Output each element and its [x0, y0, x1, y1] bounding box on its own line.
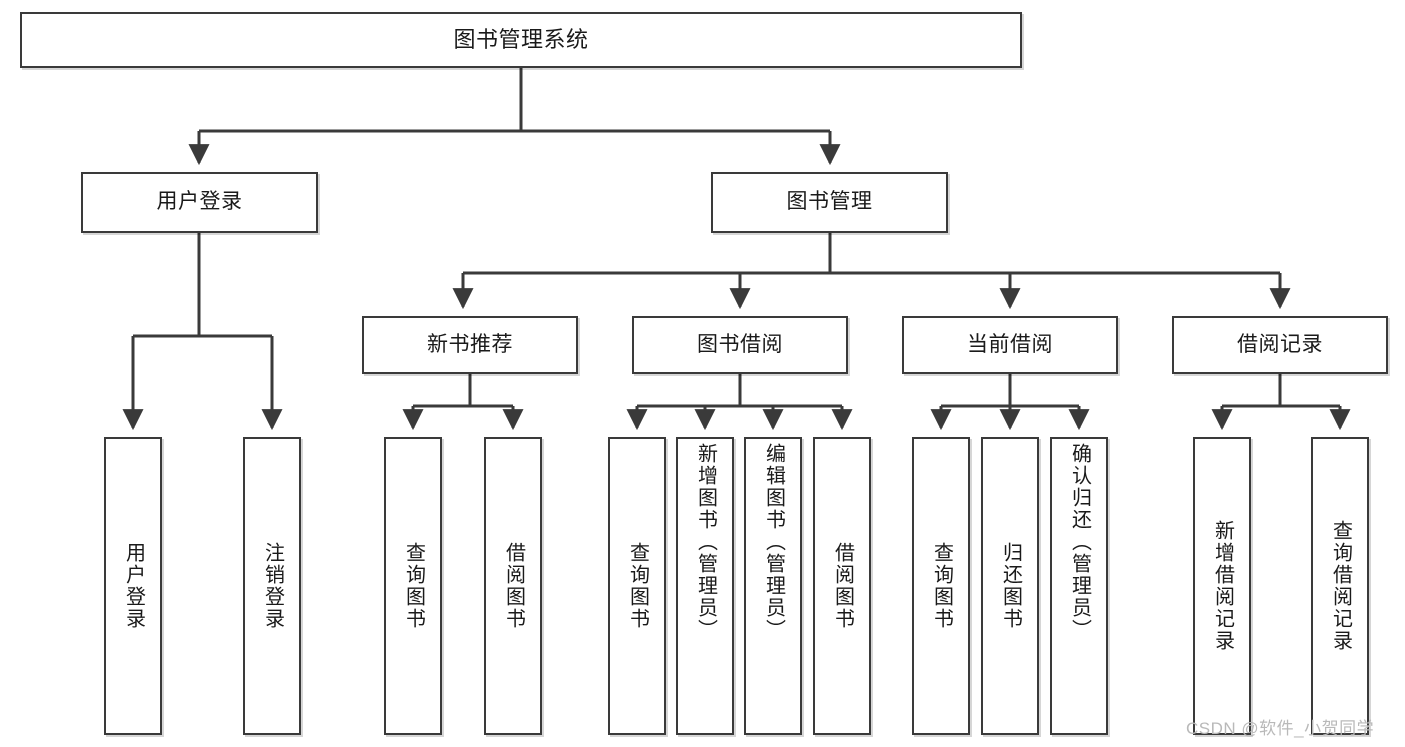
node-borrow-record[interactable]: 借阅记录 [1172, 316, 1388, 374]
node-leaf-borrow-book-1[interactable]: 借阅图书 [484, 437, 542, 735]
node-leaf-edit-book[interactable]: 编辑图书（管理员） [744, 437, 802, 735]
node-label: 归还图书 [999, 542, 1022, 630]
node-user-login[interactable]: 用户登录 [81, 172, 318, 233]
node-leaf-add-record[interactable]: 新增借阅记录 [1193, 437, 1251, 735]
node-leaf-query-book-1[interactable]: 查询图书 [384, 437, 442, 735]
node-leaf-logout-login[interactable]: 注销登录 [243, 437, 301, 735]
node-label: 用户登录 [156, 190, 243, 214]
node-leaf-query-book-3[interactable]: 查询图书 [912, 437, 970, 735]
node-label: 用户登录 [122, 542, 145, 630]
node-leaf-query-book-2[interactable]: 查询图书 [608, 437, 666, 735]
node-leaf-borrow-book-2[interactable]: 借阅图书 [813, 437, 871, 735]
node-label: 图书管理 [786, 190, 873, 214]
csdn-watermark: CSDN @软件_小贺同学 [1186, 719, 1375, 738]
node-label: 确认归还（管理员） [1068, 443, 1091, 641]
node-current-borrow[interactable]: 当前借阅 [902, 316, 1118, 374]
node-leaf-add-book[interactable]: 新增图书（管理员） [676, 437, 734, 735]
node-label: 查询图书 [626, 542, 649, 630]
node-root-system[interactable]: 图书管理系统 [20, 12, 1022, 68]
node-label: 查询借阅记录 [1329, 520, 1352, 652]
node-leaf-query-record[interactable]: 查询借阅记录 [1311, 437, 1369, 735]
node-book-borrow[interactable]: 图书借阅 [632, 316, 848, 374]
node-label: 借阅图书 [831, 542, 854, 630]
node-label: 图书管理系统 [453, 27, 589, 53]
node-leaf-return-book[interactable]: 归还图书 [981, 437, 1039, 735]
node-label: 图书借阅 [697, 332, 783, 356]
node-leaf-confirm-return[interactable]: 确认归还（管理员） [1050, 437, 1108, 735]
node-new-book-rec[interactable]: 新书推荐 [362, 316, 578, 374]
node-label: 借阅记录 [1237, 332, 1323, 356]
node-label: 查询图书 [930, 542, 953, 630]
node-leaf-user-login[interactable]: 用户登录 [104, 437, 162, 735]
node-label: 新增借阅记录 [1211, 520, 1234, 652]
node-label: 编辑图书（管理员） [762, 443, 785, 641]
node-label: 当前借阅 [967, 332, 1053, 356]
node-label: 注销登录 [261, 542, 284, 630]
node-label: 新书推荐 [427, 332, 513, 356]
node-label: 借阅图书 [502, 542, 525, 630]
node-label: 新增图书（管理员） [694, 443, 717, 641]
node-label: 查询图书 [402, 542, 425, 630]
node-book-manage[interactable]: 图书管理 [711, 172, 948, 233]
